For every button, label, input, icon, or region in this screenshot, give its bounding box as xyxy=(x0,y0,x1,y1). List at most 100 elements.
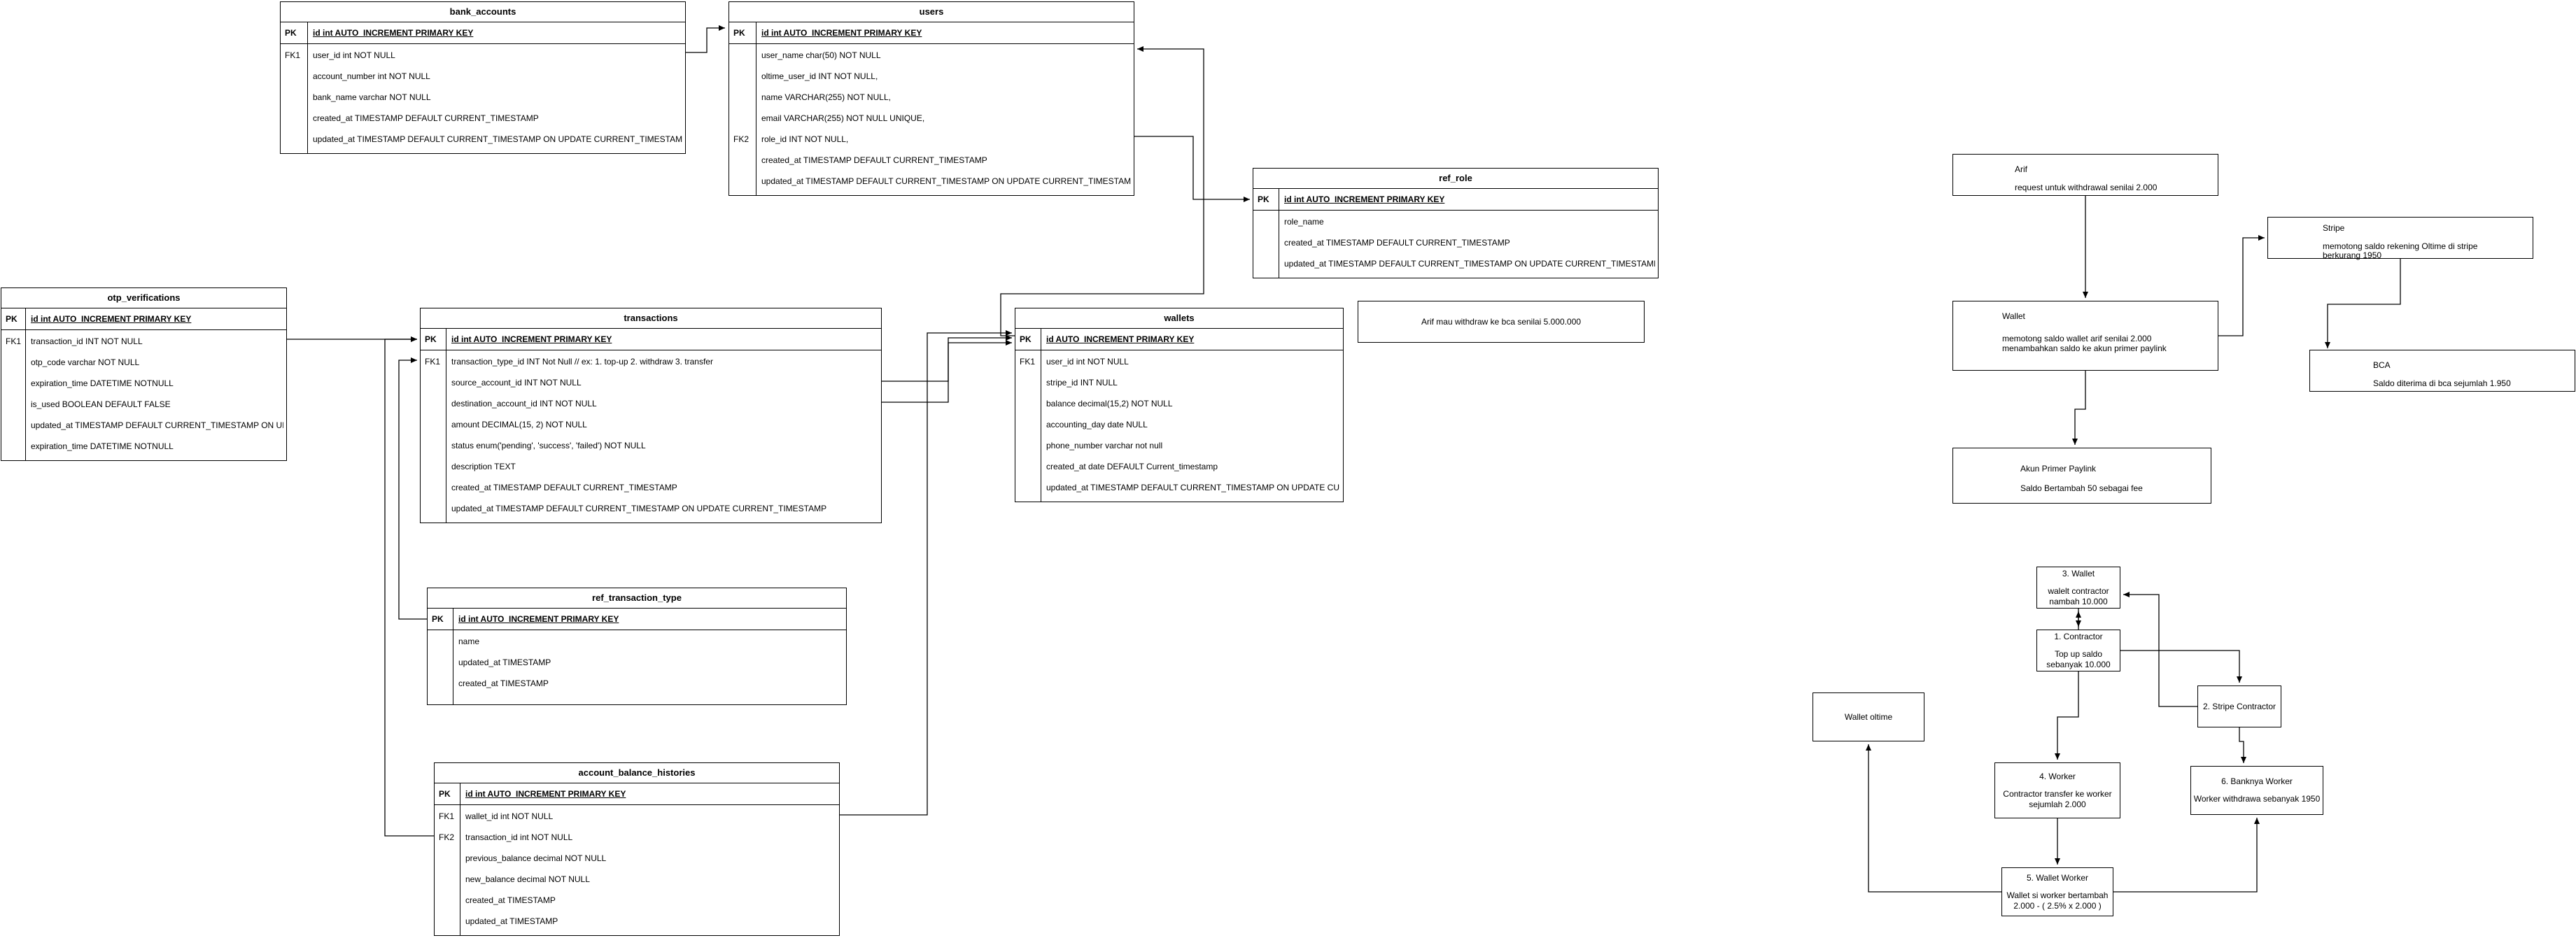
column-row[interactable]: name VARCHAR(255) NOT NULL, xyxy=(729,87,1134,108)
key-label: PK xyxy=(432,614,444,624)
note-text: walelt contractor xyxy=(2048,585,2109,596)
note-text: Saldo diterima di bca sejumlah 1.950 xyxy=(2373,378,2511,388)
column-row[interactable]: otp_code varchar NOT NULL xyxy=(1,352,286,373)
column-row[interactable]: new_balance decimal NOT NULL xyxy=(435,869,839,890)
column-row[interactable]: accounting_day date NULL xyxy=(1015,414,1343,435)
column-row[interactable]: stripe_id INT NULL xyxy=(1015,372,1343,393)
column-definition: role_id INT NOT NULL, xyxy=(761,134,849,144)
column-row[interactable]: expiration_time DATETIME NOTNULL xyxy=(1,373,286,394)
column-row[interactable]: updated_at TIMESTAMP DEFAULT CURRENT_TIM… xyxy=(281,129,685,150)
column-row[interactable]: updated_at TIMESTAMP xyxy=(428,652,846,673)
column-definition: id int AUTO_INCREMENT PRIMARY KEY xyxy=(451,334,612,344)
column-definition: updated_at TIMESTAMP DEFAULT CURRENT_TIM… xyxy=(1046,483,1340,492)
column-row[interactable]: updated_at TIMESTAMP xyxy=(435,911,839,932)
primary-key-row[interactable]: PK id int AUTO_INCREMENT PRIMARY KEY xyxy=(421,329,881,350)
note-heading: Wallet xyxy=(2002,311,2025,321)
table-title: users xyxy=(729,2,1134,22)
column-row[interactable]: created_at TIMESTAMP DEFAULT CURRENT_TIM… xyxy=(729,150,1134,171)
column-row[interactable]: destination_account_id INT NOT NULL xyxy=(421,393,881,414)
column-row[interactable]: updated_at TIMESTAMP DEFAULT CURRENT_TIM… xyxy=(1015,477,1343,498)
flow-node-stripe-contractor[interactable]: 2. Stripe Contractor xyxy=(2197,685,2281,727)
flow-wallet-worker-oltime xyxy=(1866,744,2001,893)
column-row[interactable]: oltime_user_id INT NOT NULL, xyxy=(729,66,1134,87)
column-row[interactable]: expiration_time DATETIME NOTNULL xyxy=(1,436,286,457)
column-definition: stripe_id INT NULL xyxy=(1046,378,1118,388)
column-row[interactable]: phone_number varchar not null xyxy=(1015,435,1343,456)
column-row[interactable]: description TEXT xyxy=(421,456,881,477)
key-label: PK xyxy=(439,789,451,799)
key-label: FK1 xyxy=(6,336,22,346)
column-row[interactable]: email VARCHAR(255) NOT NULL UNIQUE, xyxy=(729,108,1134,129)
column-row[interactable]: created_at date DEFAULT Current_timestam… xyxy=(1015,456,1343,477)
column-row[interactable]: updated_at TIMESTAMP DEFAULT CURRENT_TIM… xyxy=(421,498,881,519)
column-row[interactable]: account_number int NOT NULL xyxy=(281,66,685,87)
column-row[interactable]: user_name char(50) NOT NULL xyxy=(729,45,1134,66)
column-row[interactable]: updated_at TIMESTAMP DEFAULT CURRENT_TIM… xyxy=(729,171,1134,192)
column-row[interactable]: is_used BOOLEAN DEFAULT FALSE xyxy=(1,394,286,415)
column-row[interactable]: source_account_id INT NOT NULL xyxy=(421,372,881,393)
column-definition: created_at TIMESTAMP DEFAULT CURRENT_TIM… xyxy=(761,155,987,165)
column-row[interactable]: created_at TIMESTAMP DEFAULT CURRENT_TIM… xyxy=(421,477,881,498)
flow-node-wallet-oltime[interactable]: Wallet oltime xyxy=(1813,692,1924,741)
column-row[interactable]: created_at TIMESTAMP DEFAULT CURRENT_TIM… xyxy=(1253,232,1658,253)
note-text: 2.000 - ( 2.5% x 2.000 ) xyxy=(2013,900,2102,911)
column-row[interactable]: amount DECIMAL(15, 2) NOT NULL xyxy=(421,414,881,435)
key-label: PK xyxy=(425,334,437,344)
note-heading: Wallet oltime xyxy=(1844,711,1893,722)
flow-wallet-stripe xyxy=(2218,235,2265,336)
column-row[interactable]: updated_at TIMESTAMP DEFAULT CURRENT_TIM… xyxy=(1253,253,1658,274)
rel-ref-type-transactions xyxy=(398,357,427,620)
column-definition: updated_at TIMESTAMP xyxy=(458,658,551,667)
column-row[interactable]: balance decimal(15,2) NOT NULL xyxy=(1015,393,1343,414)
column-definition: id int AUTO_INCREMENT PRIMARY KEY xyxy=(761,28,922,38)
column-row[interactable]: name xyxy=(428,631,846,652)
column-row[interactable]: previous_balance decimal NOT NULL xyxy=(435,848,839,869)
rel-users-ref-role xyxy=(1134,136,1250,202)
note-arif-withdraw[interactable]: Arif mau withdraw ke bca senilai 5.000.0… xyxy=(1358,301,1645,343)
column-row[interactable]: FK2 role_id INT NOT NULL, xyxy=(729,129,1134,150)
note-wallet[interactable]: Wallet memotong saldo wallet arif senilai… xyxy=(1952,301,2218,371)
rel-history-transactions xyxy=(384,336,434,837)
column-row[interactable]: created_at TIMESTAMP xyxy=(435,890,839,911)
key-label: FK2 xyxy=(733,134,749,144)
column-row[interactable]: bank_name varchar NOT NULL xyxy=(281,87,685,108)
column-row[interactable]: updated_at TIMESTAMP DEFAULT CURRENT_TIM… xyxy=(1,415,286,436)
column-definition: source_account_id INT NOT NULL xyxy=(451,378,582,388)
column-row[interactable]: created_at TIMESTAMP DEFAULT CURRENT_TIM… xyxy=(281,108,685,129)
column-row[interactable]: role_name xyxy=(1253,211,1658,232)
table-title: ref_transaction_type xyxy=(428,588,846,609)
note-text: memotong saldo wallet arif senilai 2.000 xyxy=(2002,334,2152,343)
column-row[interactable]: created_at TIMESTAMP xyxy=(428,673,846,694)
column-row[interactable]: status enum('pending', 'success', 'faile… xyxy=(421,435,881,456)
